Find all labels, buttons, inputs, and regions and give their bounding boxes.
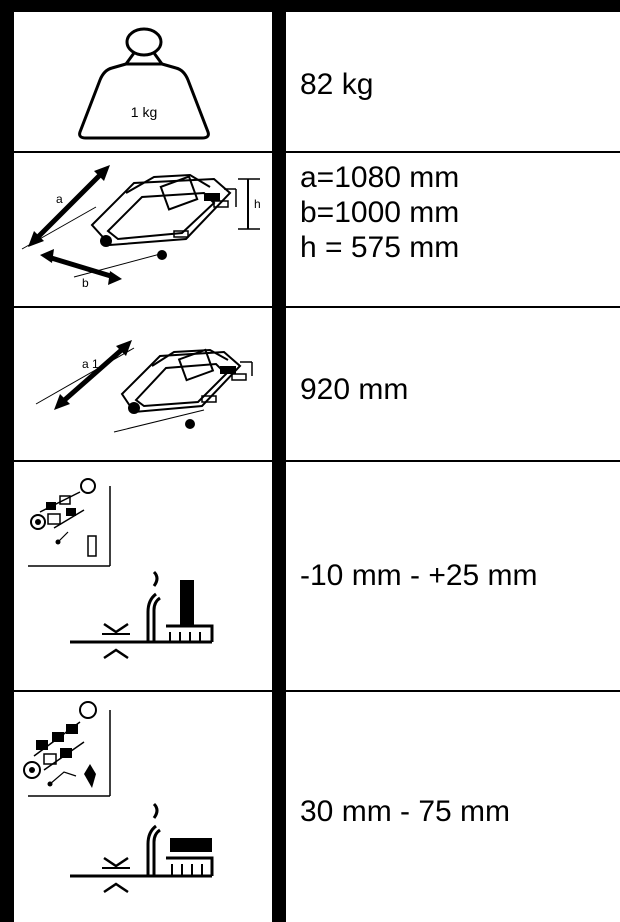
label-a1: a 1 xyxy=(82,357,99,371)
machine-dimensions-icon: a b h xyxy=(14,153,272,306)
verticut-depth-value: -10 mm - +25 mm xyxy=(300,559,538,592)
table-border-top xyxy=(0,0,620,12)
dimension-a-value: a=1080 mm xyxy=(300,161,460,194)
row-divider xyxy=(0,151,620,153)
weight-icon-label: 1 kg xyxy=(131,104,157,120)
spec-row-verticut-depth: -10 mm - +25 mm xyxy=(0,462,620,690)
machine-width-icon: a 1 xyxy=(14,308,272,460)
cutting-height-icon xyxy=(14,692,272,922)
weight-value: 82 kg xyxy=(300,68,374,101)
spec-row-cutting-height: 30 mm - 75 mm xyxy=(0,692,620,922)
dimension-h-value: h = 575 mm xyxy=(300,231,460,264)
label-a: a xyxy=(56,192,63,206)
spec-row-dimensions: a b h xyxy=(0,153,620,306)
cutting-height-value: 30 mm - 75 mm xyxy=(300,795,511,828)
dimension-b-value: b=1000 mm xyxy=(300,196,460,229)
label-h: h xyxy=(254,197,261,211)
label-b: b xyxy=(82,276,89,290)
verticut-depth-icon xyxy=(14,462,272,690)
row-divider xyxy=(0,690,620,692)
row-divider xyxy=(0,306,620,308)
dimension-values: a=1080 mm b=1000 mm h = 575 mm xyxy=(300,160,620,265)
spec-row-weight: 1 kg 82 kg xyxy=(0,12,620,151)
row-divider xyxy=(0,460,620,462)
weight-icon: 1 kg xyxy=(14,12,272,151)
spec-row-working-width: a 1 920 mm xyxy=(0,308,620,460)
working-width-value: 920 mm xyxy=(300,373,409,406)
